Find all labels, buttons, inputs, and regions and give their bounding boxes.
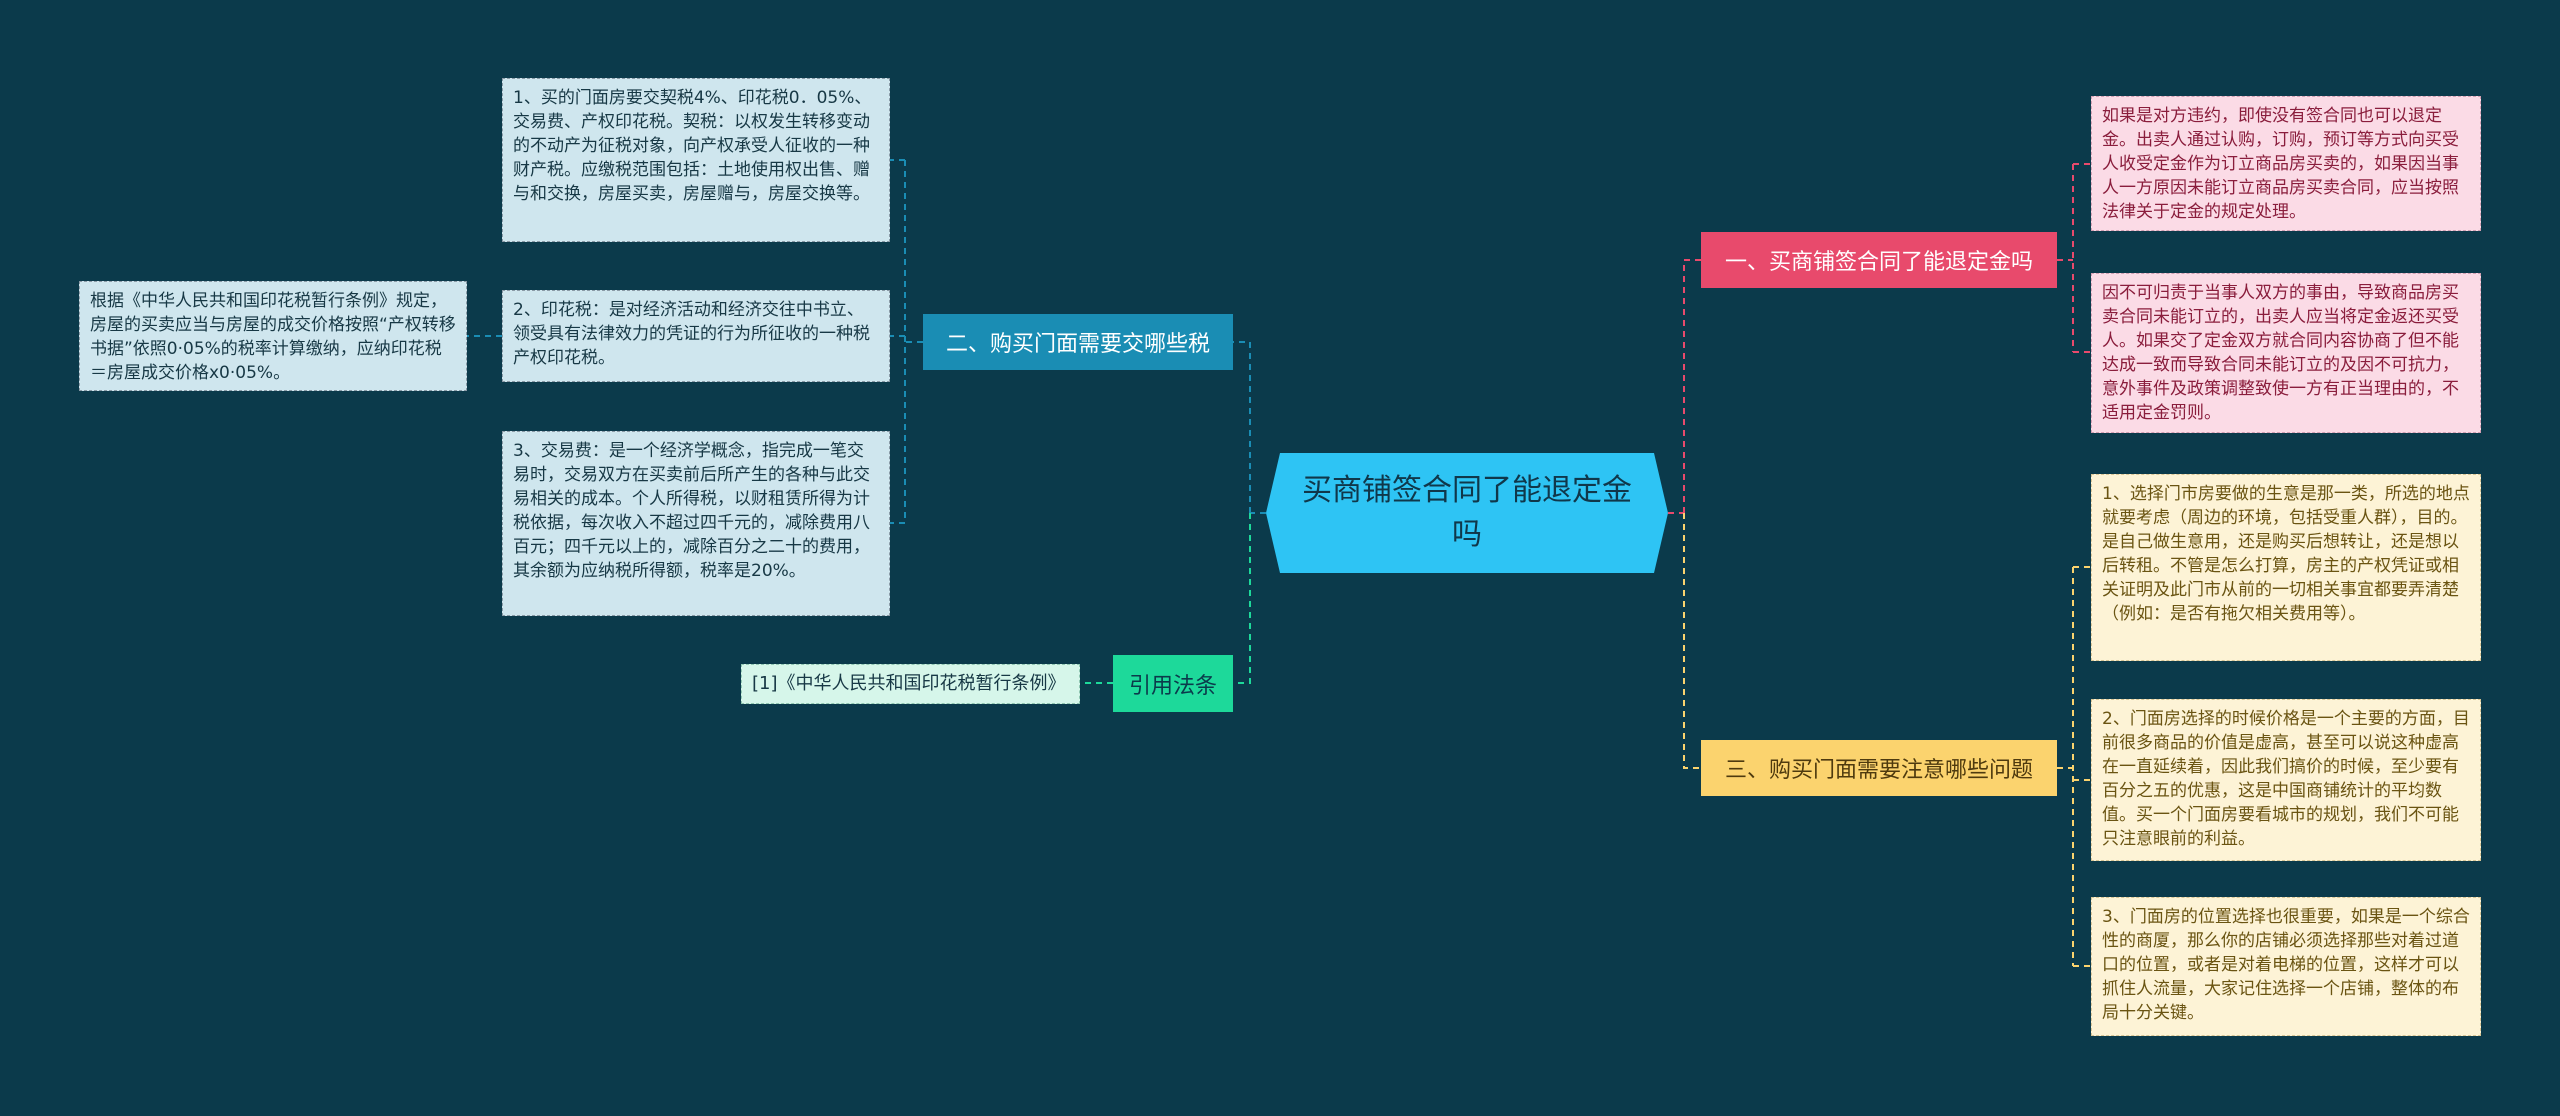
connector-center-law [1233, 513, 1251, 684]
connector-center-deposit [1668, 259, 1701, 514]
stamp-tax-regulation-note[interactable]: 根据《中华人民共和国印花税暂行条例》规定，房屋的买卖应当与房屋的成交价格按照“产… [79, 281, 467, 391]
branch-deposit-refund[interactable]: 一、买商铺签合同了能退定金吗 [1701, 232, 2057, 288]
law-citation[interactable]: [1]《中华人民共和国印花税暂行条例》 [741, 664, 1080, 704]
branch-purchase-notes-label: 三、购买门面需要注意哪些问题 [1724, 758, 2033, 783]
branch-taxes[interactable]: 二、购买门面需要交哪些税 [923, 314, 1233, 370]
connector-taxes-leaves [890, 159, 923, 524]
branch-taxes-label: 二、购买门面需要交哪些税 [945, 332, 1210, 357]
purchase-note-1[interactable]: 1、选择门市房要做的生意是那一类，所选的地点就要考虑（周边的环境，包括受重人群）… [2091, 474, 2481, 661]
central-topic-label: 买商铺签合同了能退定金吗 [1302, 473, 1632, 552]
branch-cited-law[interactable]: 引用法条 [1113, 655, 1233, 712]
tax-note-stamp-tax[interactable]: 2、印花税：是对经济活动和经济交往中书立、领受具有法律效力的凭证的行为所征收的一… [502, 290, 890, 382]
connector-deposit-leaves [2057, 163, 2091, 353]
deposit-note-1[interactable]: 如果是对方违约，即使没有签合同也可以退定金。出卖人通过认购，订购，预订等方式向买… [2091, 96, 2481, 231]
purchase-note-3[interactable]: 3、门面房的位置选择也很重要，如果是一个综合性的商厦，那么你的店铺必须选择那些对… [2091, 897, 2481, 1036]
branch-cited-law-label: 引用法条 [1128, 673, 1217, 699]
connector-notes-leaves [2057, 566, 2091, 967]
tax-note-transaction-fee[interactable]: 3、交易费：是一个经济学概念，指完成一笔交易时，交易双方在买卖前后所产生的各种与… [502, 431, 890, 616]
tax-note-deed-tax[interactable]: 1、买的门面房要交契税4%、印花税0．05%、交易费、产权印花税。契税：以权发生… [502, 78, 890, 242]
central-topic[interactable]: 买商铺签合同了能退定金吗 [1266, 453, 1668, 573]
deposit-note-2[interactable]: 因不可归责于当事人双方的事由，导致商品房买卖合同未能订立的，出卖人应当将定金返还… [2091, 273, 2481, 433]
branch-deposit-refund-label: 一、买商铺签合同了能退定金吗 [1724, 250, 2033, 275]
connector-center-taxes [1233, 341, 1266, 514]
branch-purchase-notes[interactable]: 三、购买门面需要注意哪些问题 [1701, 740, 2057, 796]
purchase-note-2[interactable]: 2、门面房选择的时候价格是一个主要的方面，目前很多商品的价值是虚高，甚至可以说这… [2091, 699, 2481, 861]
connector-center-notes [1683, 513, 1701, 769]
